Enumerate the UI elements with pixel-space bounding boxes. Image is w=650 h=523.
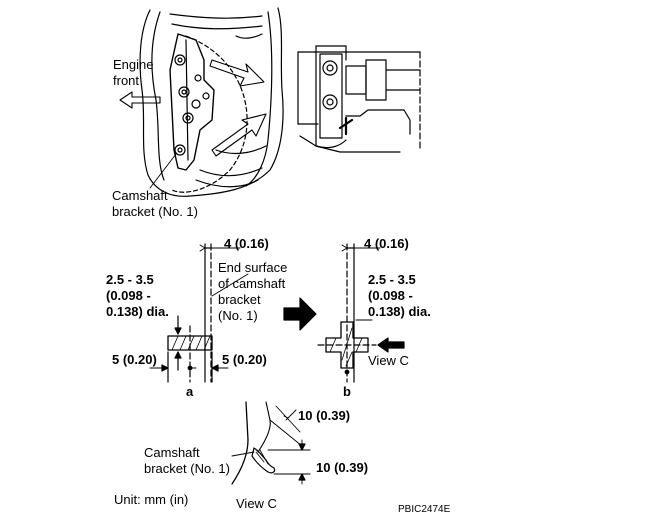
unit-label: Unit: mm (in) xyxy=(114,492,189,507)
dim-b-dia-label: 2.5 - 3.5 (0.098 - 0.138) dia. xyxy=(368,272,431,319)
engine-front-label: Engine front xyxy=(113,57,154,88)
view-c-detail xyxy=(231,401,311,485)
dim-c-lower-label: 10 (0.39) xyxy=(316,460,369,475)
camshaft-bracket-label-bottom: Camshaft bracket (No. 1) xyxy=(144,445,230,476)
dim-c-upper-label: 10 (0.39) xyxy=(298,408,351,423)
engine-illustration xyxy=(119,7,284,197)
view-c-arrow-label: View C xyxy=(368,353,409,368)
point-b-label: b xyxy=(343,384,351,399)
camshaft-bracket-label-top: Camshaft bracket (No. 1) xyxy=(112,188,198,219)
dim-a-right-label: 5 (0.20) xyxy=(222,352,267,367)
engine-detail-illustration xyxy=(297,45,421,153)
dim-a-left-label: 5 (0.20) xyxy=(112,352,157,367)
dim-b-top-label: 4 (0.16) xyxy=(364,236,409,251)
point-a-label: a xyxy=(186,384,194,399)
figure-code: PBIC2474E xyxy=(398,504,451,515)
dim-a-dia-label: 2.5 - 3.5 (0.098 - 0.138) dia. xyxy=(106,272,169,319)
transition-arrow xyxy=(283,297,317,331)
end-surface-label: End surface of camshaft bracket (No. 1) xyxy=(218,260,288,323)
dimension-diagram-b xyxy=(317,243,405,383)
dim-a-top-label: 4 (0.16) xyxy=(224,236,269,251)
dimension-diagram-a xyxy=(149,243,249,383)
view-c-caption: View C xyxy=(236,496,277,511)
